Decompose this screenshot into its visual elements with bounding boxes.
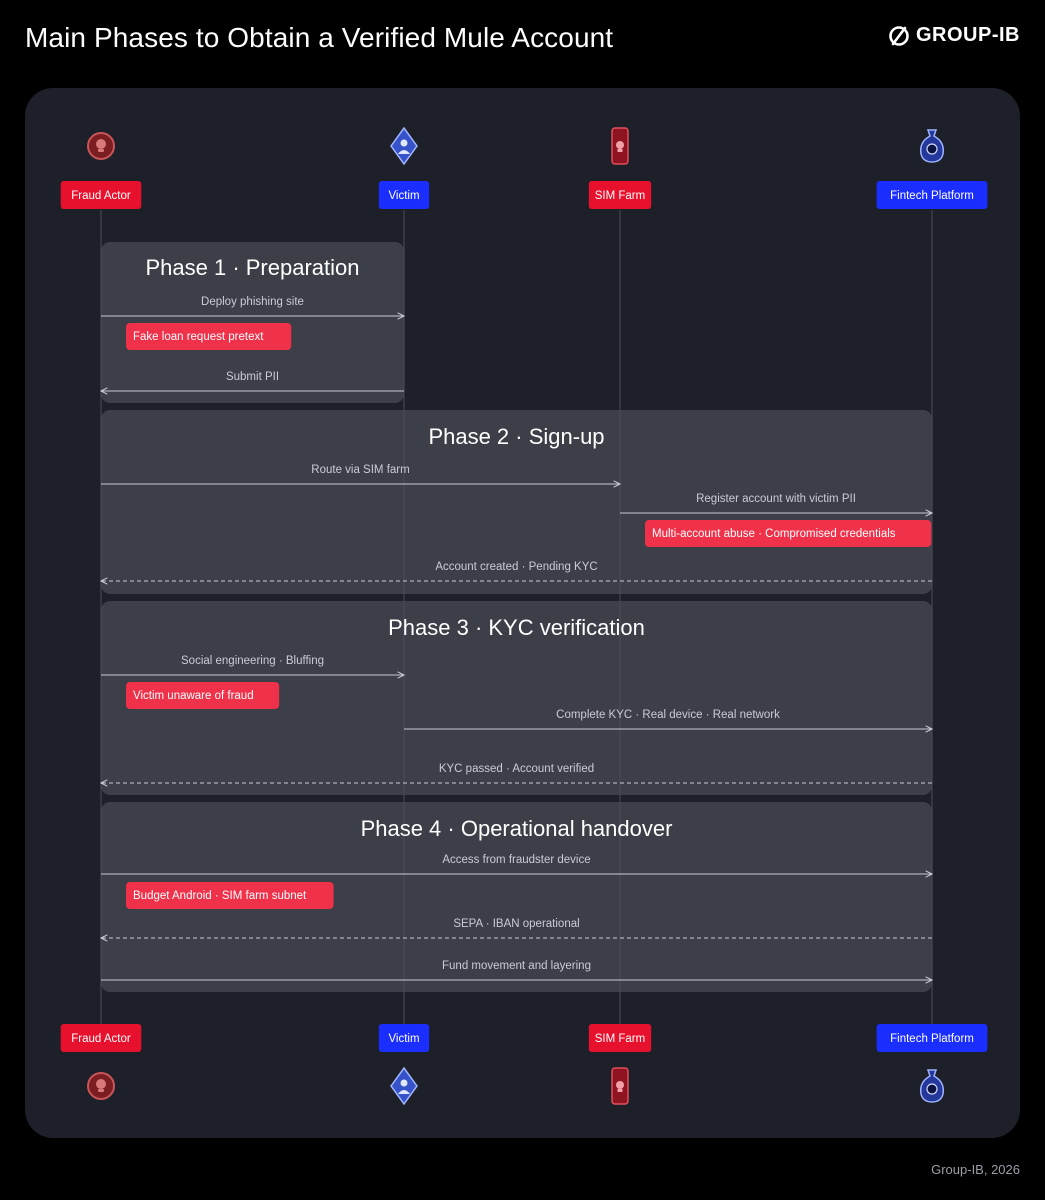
message-label: Route via SIM farm bbox=[311, 464, 409, 476]
note-tag-label: Budget Android · SIM farm subnet bbox=[133, 890, 307, 902]
phase-boxes bbox=[101, 242, 932, 992]
actor-fraud-top: Fraud Actor bbox=[60, 181, 142, 209]
message-label: Deploy phishing site bbox=[201, 296, 304, 308]
note-tag-bg bbox=[126, 323, 292, 350]
fraud-actor-icon bbox=[87, 132, 115, 160]
actor-sim-bottom: SIM Farm bbox=[588, 1024, 652, 1052]
message-label: Register account with victim PII bbox=[696, 493, 856, 505]
brand-name: GROUP-IB bbox=[916, 24, 1020, 46]
actor-label-bg bbox=[60, 181, 142, 209]
message-label: Complete KYC · Real device · Real networ… bbox=[556, 709, 780, 721]
actor-label: Fintech Platform bbox=[890, 190, 974, 202]
message-label: Social engineering · Bluffing bbox=[181, 655, 324, 667]
message-label: Submit PII bbox=[226, 371, 279, 383]
actor-label-bg bbox=[876, 1024, 988, 1052]
victim-icon bbox=[390, 126, 418, 166]
actor-label-bg bbox=[588, 1024, 652, 1052]
actor-fintech-bottom: Fintech Platform bbox=[876, 1024, 988, 1052]
phase-4-title: Phase 4 · Operational handover bbox=[361, 816, 673, 841]
note-tag: Multi-account abuse · Compromised creden… bbox=[645, 520, 932, 547]
actor-sim-top: SIM Farm bbox=[588, 181, 652, 209]
actor-label-bg bbox=[378, 181, 430, 209]
note-tag: Victim unaware of fraud bbox=[126, 682, 280, 709]
victim-icon bbox=[390, 1066, 418, 1106]
actor-label: SIM Farm bbox=[595, 1033, 645, 1045]
brand-logo: GROUP-IB bbox=[888, 24, 1020, 47]
message-label: Access from fraudster device bbox=[442, 854, 590, 866]
fintech-platform-icon bbox=[919, 1069, 945, 1103]
footer-credit: Group-IB, 2026 bbox=[931, 1162, 1020, 1177]
note-tag-label: Multi-account abuse · Compromised creden… bbox=[652, 528, 896, 540]
actor-label: Victim bbox=[388, 1033, 419, 1045]
page-title: Main Phases to Obtain a Verified Mule Ac… bbox=[25, 22, 614, 53]
phase-3-title: Phase 3 · KYC verification bbox=[388, 615, 645, 640]
actor-label: Fintech Platform bbox=[890, 1033, 974, 1045]
note-tag-label: Fake loan request pretext bbox=[133, 331, 264, 343]
actor-label: Victim bbox=[388, 190, 419, 202]
message-label: KYC passed · Account verified bbox=[439, 763, 594, 775]
actor-fintech-top: Fintech Platform bbox=[876, 181, 988, 209]
actor-label-bg bbox=[588, 181, 652, 209]
phase-3-box bbox=[101, 601, 932, 795]
sim-farm-icon bbox=[611, 127, 629, 165]
note-tag: Fake loan request pretext bbox=[126, 323, 292, 350]
fintech-platform-icon bbox=[919, 129, 945, 163]
phase-2-box bbox=[101, 410, 932, 594]
sim-farm-icon bbox=[611, 1067, 629, 1105]
note-tag: Budget Android · SIM farm subnet bbox=[126, 882, 334, 909]
phase-4-box bbox=[101, 802, 932, 992]
actor-label: SIM Farm bbox=[595, 190, 645, 202]
group-ib-logo-icon bbox=[889, 25, 909, 46]
message-label: Fund movement and layering bbox=[442, 960, 591, 972]
message-label: SEPA · IBAN operational bbox=[453, 918, 579, 930]
actor-label-bg bbox=[876, 181, 988, 209]
actor-victim-top: Victim bbox=[378, 181, 430, 209]
actor-label: Fraud Actor bbox=[71, 1033, 131, 1045]
note-tag-bg bbox=[645, 520, 932, 547]
actor-victim-bottom: Victim bbox=[378, 1024, 430, 1052]
actor-label-bg bbox=[60, 1024, 142, 1052]
note-tag-label: Victim unaware of fraud bbox=[133, 690, 254, 702]
note-tag-bg bbox=[126, 682, 280, 709]
actor-fraud-bottom: Fraud Actor bbox=[60, 1024, 142, 1052]
phase-2-title: Phase 2 · Sign-up bbox=[428, 424, 604, 449]
phase-1-title: Phase 1 · Preparation bbox=[145, 255, 359, 280]
note-tag-bg bbox=[126, 882, 334, 909]
message-label: Account created · Pending KYC bbox=[435, 561, 597, 573]
actor-label-bg bbox=[378, 1024, 430, 1052]
actor-label: Fraud Actor bbox=[71, 190, 131, 202]
phase-1-box bbox=[101, 242, 404, 403]
fraud-actor-icon bbox=[87, 1072, 115, 1100]
